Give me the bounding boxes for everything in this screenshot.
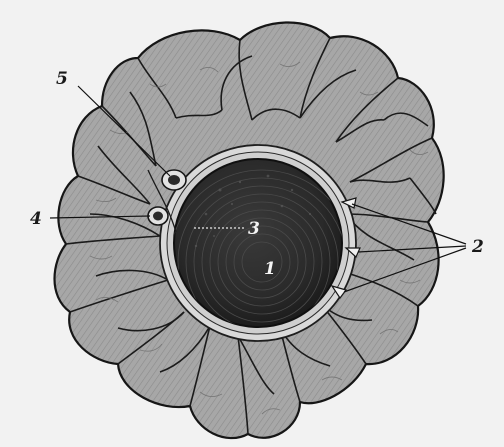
label-1: 1 [264, 259, 276, 279]
label-3: 3 [248, 219, 260, 239]
label-5: 5 [56, 69, 68, 89]
vessel-small-lower [148, 207, 168, 225]
label-4: 4 [30, 209, 42, 229]
label-2: 2 [471, 237, 484, 257]
vessel-small-upper [162, 170, 186, 190]
